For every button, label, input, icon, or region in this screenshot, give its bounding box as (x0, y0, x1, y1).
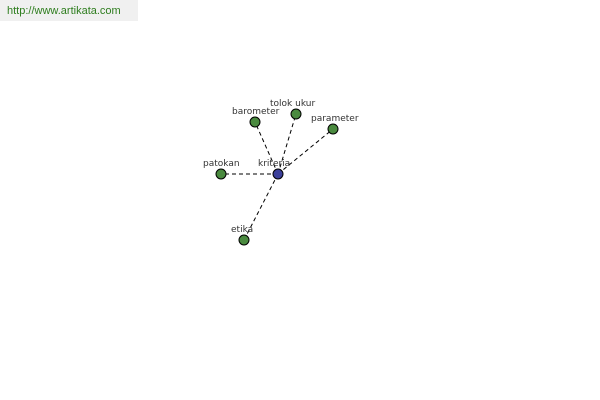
edge-kriteria-etika (243, 173, 279, 241)
edge-kriteria-barometer (254, 121, 279, 175)
label-barometer: barometer (232, 107, 280, 117)
label-kriteria: kriteria (258, 159, 290, 169)
url-banner: http://www.artikata.com (0, 0, 138, 21)
label-patokan: patokan (203, 159, 240, 169)
label-parameter: parameter (311, 114, 359, 124)
node-kriteria[interactable] (272, 168, 284, 180)
node-etika[interactable] (238, 234, 250, 246)
node-parameter[interactable] (327, 123, 339, 135)
label-etika: etika (231, 225, 253, 235)
node-patokan[interactable] (215, 168, 227, 180)
nodes-layer (215, 108, 339, 246)
node-tolok-ukur[interactable] (290, 108, 302, 120)
edges-layer (221, 113, 334, 241)
edge-kriteria-parameter (277, 128, 334, 175)
node-barometer[interactable] (249, 116, 261, 128)
site-link[interactable]: http://www.artikata.com (7, 5, 121, 17)
label-tolok-ukur: tolok ukur (270, 99, 315, 109)
edge-kriteria-tolok-ukur (277, 113, 297, 175)
